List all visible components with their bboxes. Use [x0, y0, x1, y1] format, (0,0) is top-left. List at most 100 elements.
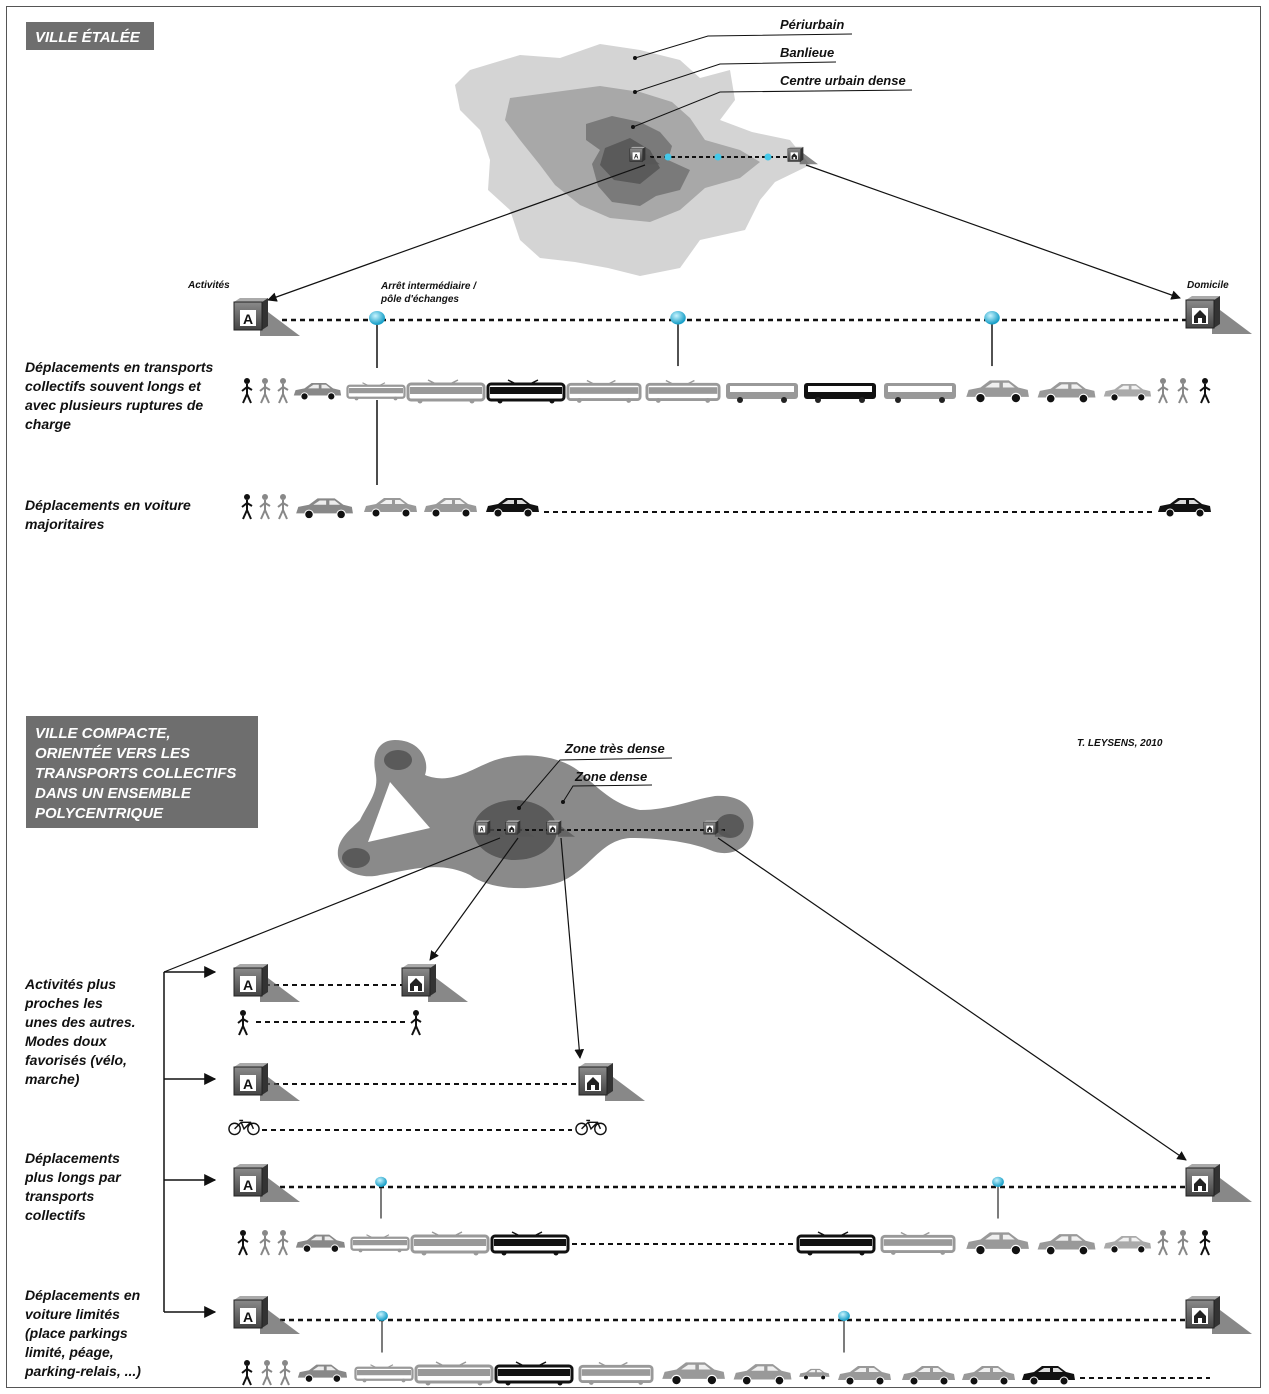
svg-text:Activités plus: Activités plus	[24, 976, 116, 992]
car-icon	[423, 497, 478, 518]
row2-label: Déplacements en voiture majoritaires	[25, 497, 191, 532]
walker-icon	[1177, 1230, 1189, 1256]
transit-journey	[233, 1164, 1252, 1256]
figure-frame	[6, 6, 1261, 1388]
walker-icon	[241, 494, 253, 520]
stop-pin-icon	[669, 310, 687, 367]
walker-icon	[241, 1360, 253, 1386]
walker-icon	[261, 1360, 273, 1386]
svg-text:proches les: proches les	[24, 995, 103, 1011]
morph-icon	[295, 1234, 346, 1253]
sprawl-city-map: Périurbain Banlieue Centre urbain dense	[455, 17, 913, 276]
label-zone-tres-dense: Zone très dense	[564, 741, 665, 756]
bike-icon	[575, 1119, 607, 1136]
tram-icon	[346, 381, 406, 402]
car-icon	[965, 1231, 1030, 1256]
svg-text:transports: transports	[25, 1188, 94, 1204]
bottom-bracket	[163, 966, 217, 1318]
svg-text:unes des autres.: unes des autres.	[25, 1014, 136, 1030]
morph-icon	[293, 382, 342, 401]
tram-icon	[566, 379, 642, 404]
group3-label: Déplacements en voiture limités (place p…	[24, 1287, 141, 1379]
top-title-box: VILLE ÉTALÉE	[26, 22, 154, 50]
home-box-icon	[1185, 296, 1252, 335]
label-arret-2: pôle d'échanges	[380, 294, 459, 305]
label-arret-1: Arrêt intermédiaire /	[380, 281, 477, 292]
svg-text:collectifs souvent longs et: collectifs souvent longs et	[25, 378, 202, 394]
walker-icon	[259, 378, 271, 404]
activity-box-icon	[233, 298, 300, 337]
walk-journey	[233, 964, 468, 1036]
bus-icon	[804, 383, 876, 403]
bottom-title-box: VILLE COMPACTE, ORIENTÉE VERS LES TRANSP…	[26, 716, 258, 828]
svg-text:(place parkings: (place parkings	[25, 1325, 128, 1341]
activity-box-icon	[233, 1296, 300, 1335]
svg-text:Déplacements en transports: Déplacements en transports	[25, 359, 213, 375]
label-zone-dense: Zone dense	[574, 769, 647, 784]
row1-mode-sequence	[241, 378, 1211, 404]
car-icon	[363, 497, 418, 518]
car-icon	[1103, 1235, 1152, 1254]
top-journey-line: Activités Arrêt intermédiaire / pôle d'é…	[187, 280, 1252, 485]
svg-text:Modes doux: Modes doux	[25, 1033, 108, 1049]
label-centre-urbain: Centre urbain dense	[780, 73, 906, 88]
home-box-icon	[401, 964, 468, 1003]
car-icon	[1021, 1365, 1076, 1386]
activity-box-icon	[233, 964, 300, 1003]
svg-text:POLYCENTRIQUE: POLYCENTRIQUE	[35, 805, 164, 822]
svg-text:TRANSPORTS COLLECTIFS: TRANSPORTS COLLECTIFS	[35, 765, 236, 782]
car-icon	[1037, 1233, 1097, 1256]
tram-icon	[578, 1361, 654, 1386]
tram-icon	[494, 1360, 574, 1386]
morph-icon	[297, 1364, 348, 1383]
stop-pin-icon	[991, 1176, 1005, 1220]
svg-text:Déplacements: Déplacements	[25, 1150, 120, 1166]
activity-box-icon	[233, 1164, 300, 1203]
walker-icon	[410, 1010, 422, 1036]
home-box-icon	[1185, 1164, 1252, 1203]
label-domicile: Domicile	[1187, 280, 1229, 291]
top-title: VILLE ÉTALÉE	[35, 29, 141, 46]
car-icon	[1157, 497, 1212, 518]
svg-text:VILLE COMPACTE,: VILLE COMPACTE,	[35, 725, 171, 742]
tram-icon	[645, 379, 721, 404]
row1-label: Déplacements en transports collectifs so…	[25, 359, 213, 432]
stop-pin-icon	[374, 1176, 388, 1220]
svg-text:limité, péage,: limité, péage,	[25, 1344, 114, 1360]
car-icon	[1037, 381, 1097, 404]
svg-text:avec plusieurs ruptures de: avec plusieurs ruptures de	[25, 397, 203, 413]
svg-text:majoritaires: majoritaires	[25, 516, 105, 532]
tram-icon	[486, 378, 566, 404]
walker-icon	[1199, 378, 1211, 404]
tram-icon	[796, 1230, 876, 1256]
walker-icon	[277, 378, 289, 404]
svg-text:plus longs par: plus longs par	[24, 1169, 122, 1185]
walker-icon	[1157, 1230, 1169, 1256]
svg-text:charge: charge	[25, 416, 71, 432]
tram-icon	[406, 378, 486, 404]
bike-journey	[228, 1063, 645, 1136]
bus-icon	[884, 383, 956, 403]
car-icon	[798, 1368, 830, 1381]
walker-icon	[1199, 1230, 1211, 1256]
car-icon	[295, 497, 354, 520]
row2-mode-sequence	[241, 494, 1212, 520]
walker-icon	[279, 1360, 291, 1386]
home-box-icon	[1185, 1296, 1252, 1335]
svg-text:favorisés (vélo,: favorisés (vélo,	[25, 1052, 127, 1068]
car-icon	[485, 497, 540, 518]
tram-icon	[414, 1360, 494, 1386]
tram-icon	[490, 1230, 570, 1256]
car-icon	[965, 379, 1030, 404]
walker-icon	[277, 1230, 289, 1256]
walker-icon	[259, 1230, 271, 1256]
label-banlieue: Banlieue	[780, 45, 834, 60]
stop-pin-icon	[375, 1310, 389, 1354]
group1-label: Activités plus proches les unes des autr…	[24, 976, 136, 1087]
svg-text:collectifs: collectifs	[25, 1207, 86, 1223]
walker-icon	[1157, 378, 1169, 404]
car-icon	[1103, 383, 1152, 402]
svg-text:voiture limités: voiture limités	[25, 1306, 120, 1322]
polycentric-city-map: Zone très dense Zone dense	[337, 740, 754, 889]
